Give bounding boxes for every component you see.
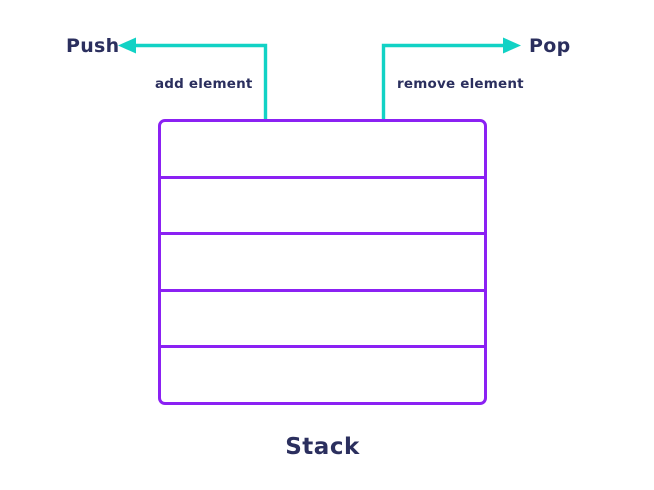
push-label: Push <box>66 35 120 57</box>
stack-row <box>161 288 484 346</box>
add-element-label: add element <box>155 76 253 92</box>
pop-arrow-line <box>381 43 505 120</box>
push-arrow-line <box>133 43 268 120</box>
pop-label: Pop <box>529 35 571 57</box>
stack-row <box>161 122 484 176</box>
remove-element-label: remove element <box>397 76 524 92</box>
stack-row <box>161 175 484 233</box>
stack-box <box>158 119 487 405</box>
push-arrowhead-icon <box>118 37 136 54</box>
stack-row <box>161 345 484 402</box>
pop-arrowhead-icon <box>503 37 521 54</box>
stack-title: Stack <box>285 434 360 460</box>
stack-row <box>161 232 484 289</box>
